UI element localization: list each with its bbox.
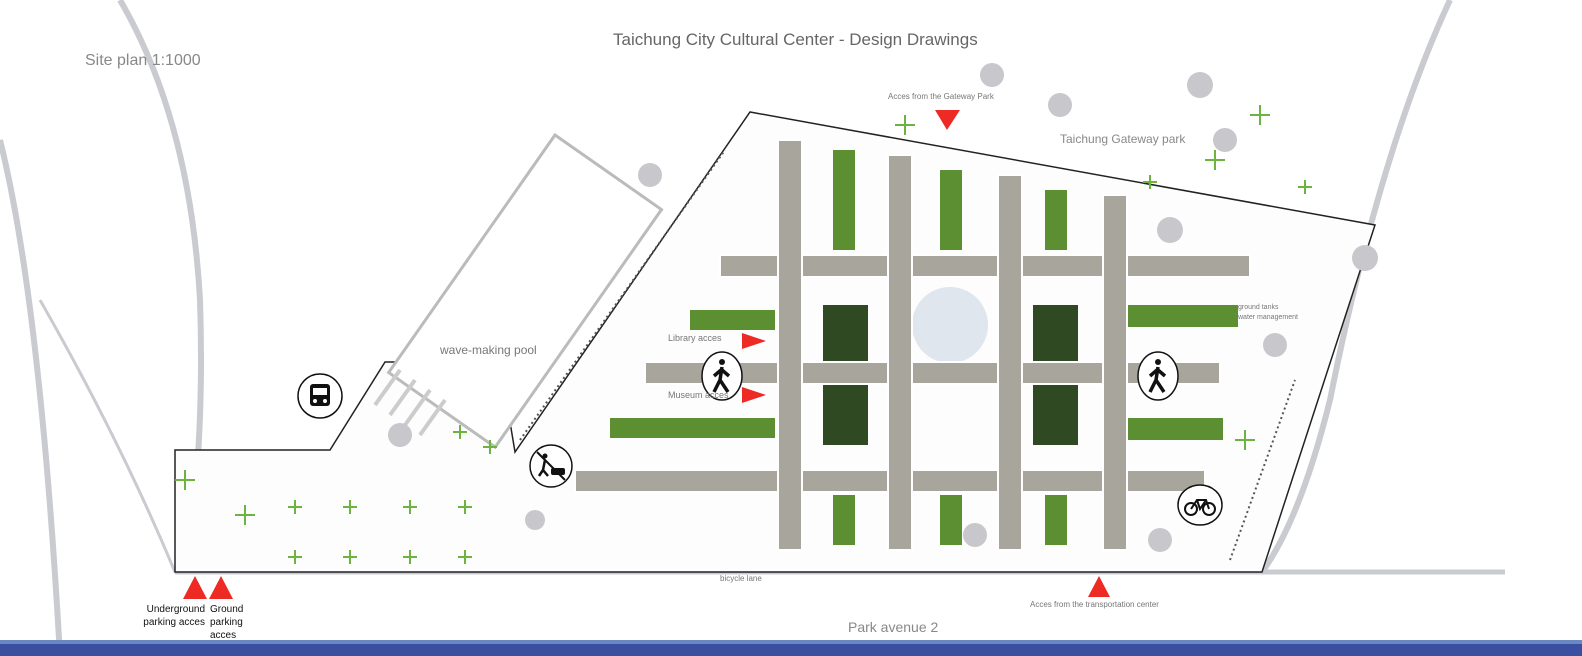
transport-access-label: Acces from the transportation center	[1030, 600, 1159, 609]
drawing-title: Taichung City Cultural Center - Design D…	[613, 30, 978, 49]
bus-icon	[297, 373, 343, 419]
pedestrian-icon	[701, 351, 743, 401]
plant-markers	[175, 105, 1312, 564]
parking-row	[519, 149, 1296, 561]
trees	[388, 63, 1378, 552]
pedestrian-icon	[1137, 351, 1179, 401]
bicycle-icon	[1177, 484, 1223, 526]
street-label: Park avenue 2	[848, 619, 939, 635]
no-car-icon	[529, 444, 573, 488]
tanks-label-1: ground tanks	[1238, 304, 1279, 311]
library-access-label: Library acces	[668, 333, 722, 343]
wave-pool	[386, 132, 664, 450]
bicycle-lane-label: bicycle lane	[720, 574, 762, 583]
tanks-label-2: water management	[1238, 314, 1298, 321]
museum-access-label: Museum acces	[668, 390, 729, 400]
central-plaza	[912, 287, 988, 363]
gateway-park-label: Taichung Gateway park	[1060, 132, 1186, 146]
planters	[610, 150, 1238, 545]
gateway-access-label: Acces from the Gateway Park	[888, 92, 994, 101]
walkways	[574, 139, 1251, 551]
underground-parking-label: Underground parking acces	[143, 604, 205, 628]
scale-label: Site plan 1:1000	[85, 52, 201, 69]
ground-parking-label: Ground parking acces	[210, 604, 244, 641]
parking-stripes	[373, 368, 447, 437]
access-arrow-icons	[183, 110, 1110, 599]
pool-label: wave-making pool	[440, 343, 537, 357]
